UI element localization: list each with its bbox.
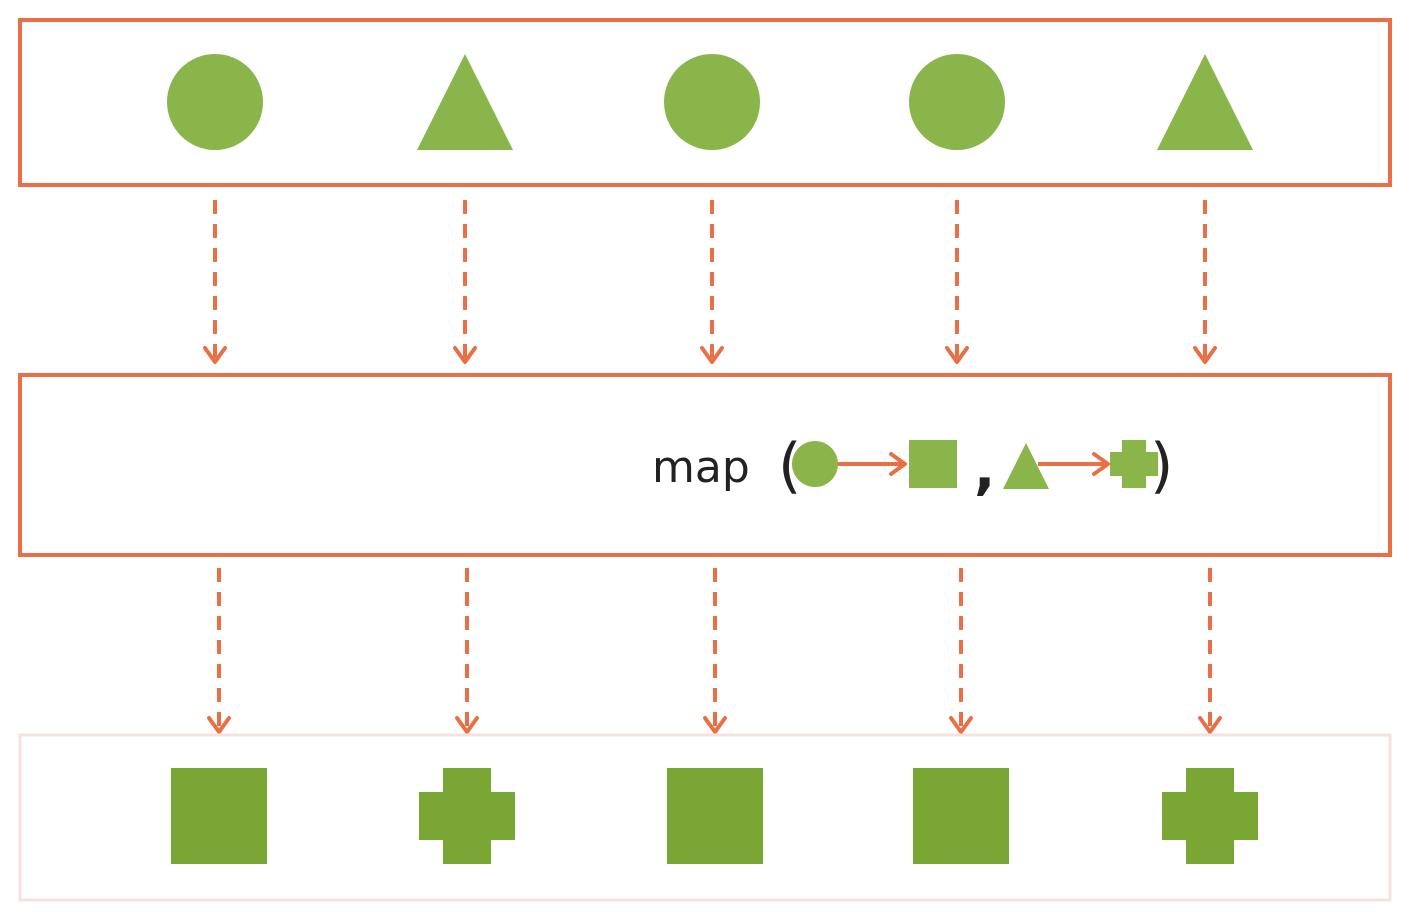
legend-square-shape <box>909 440 957 488</box>
operator-label: map <box>652 442 750 493</box>
open-paren: ( <box>778 431 801 501</box>
down-arrow <box>1193 200 1217 364</box>
close-paren: ) <box>1150 431 1173 501</box>
down-arrow <box>1198 568 1222 734</box>
output-cross-shape <box>1162 768 1258 864</box>
down-arrow <box>453 200 477 364</box>
mapping-arrow <box>1038 452 1110 476</box>
operator-box <box>18 373 1392 557</box>
down-arrow <box>949 568 973 734</box>
down-arrow <box>945 200 969 364</box>
legend-circle-shape <box>792 441 838 487</box>
input-to-operator-arrows <box>203 200 1217 364</box>
operator-to-output-arrows <box>207 568 1222 734</box>
down-arrow <box>455 568 479 734</box>
input-stream-shapes <box>167 54 1253 150</box>
down-arrow <box>700 200 724 364</box>
legend-triangle-shape <box>1003 443 1049 489</box>
output-cross-shape <box>419 768 515 864</box>
down-arrow <box>203 200 227 364</box>
input-circle-shape <box>167 54 263 150</box>
output-square-shape <box>913 768 1009 864</box>
input-circle-shape <box>664 54 760 150</box>
output-stream-shapes <box>171 768 1258 864</box>
input-circle-shape <box>909 54 1005 150</box>
input-triangle-shape <box>417 54 513 150</box>
mapping-legend <box>792 440 1158 489</box>
legend-comma: , <box>974 437 995 502</box>
legend-cross-shape <box>1110 440 1158 488</box>
input-triangle-shape <box>1157 54 1253 150</box>
down-arrow <box>703 568 727 734</box>
mapping-arrow <box>838 452 907 476</box>
output-square-shape <box>171 768 267 864</box>
down-arrow <box>207 568 231 734</box>
output-square-shape <box>667 768 763 864</box>
